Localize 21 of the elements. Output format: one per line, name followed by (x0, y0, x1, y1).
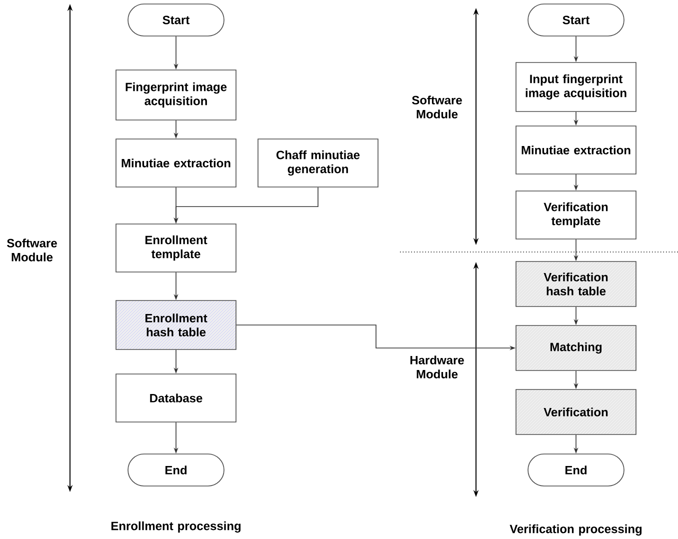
module-label: Hardware Module (410, 356, 464, 378)
terminal-box: End (528, 454, 624, 486)
terminal-box: Start (528, 4, 624, 36)
process-box: Minutiae extraction (516, 126, 636, 174)
process-box: Fingerprint image acquisition (116, 70, 236, 120)
module-label: Software Module (7, 238, 57, 262)
process-box: Verification template (516, 190, 636, 240)
hatched-process-box: Enrollment hash table (116, 300, 236, 350)
caption-label: Enrollment processing (111, 521, 241, 533)
caption-label: Verification processing (510, 524, 642, 536)
hatched-process-box: Matching (516, 325, 636, 371)
process-box: Database (116, 374, 236, 422)
hatched-process-box: Verification hash table (516, 261, 636, 307)
terminal-box: End (128, 454, 224, 486)
module-label: Software Module (412, 96, 462, 118)
terminal-box: Start (128, 4, 224, 36)
hatched-process-box: Verification (516, 389, 636, 435)
process-box: Enrollment template (116, 224, 236, 272)
process-box: Minutiae extraction (116, 138, 236, 188)
process-box: Chaff minutiae generation (258, 138, 378, 188)
process-box: Input fingerprint image acquisition (516, 62, 636, 112)
